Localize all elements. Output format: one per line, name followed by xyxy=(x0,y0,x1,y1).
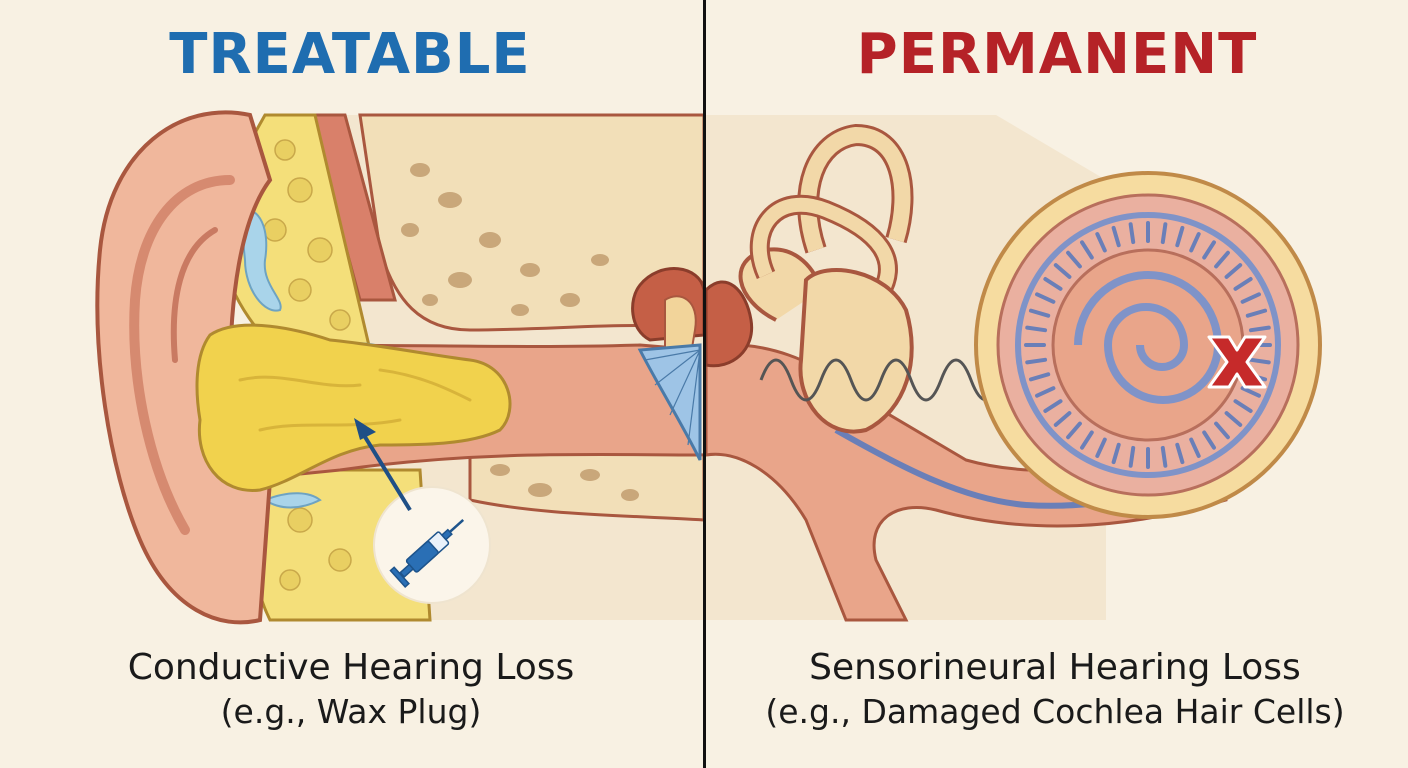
hair-cell xyxy=(1111,442,1121,465)
hair-cell xyxy=(1224,411,1243,427)
hair-cell xyxy=(1028,372,1051,382)
hair-cell xyxy=(1128,222,1136,245)
hair-cell xyxy=(1095,437,1107,458)
caption-conductive: Conductive Hearing Loss (e.g., Wax Plug) xyxy=(0,645,703,733)
caption-sub: (e.g., Wax Plug) xyxy=(220,692,482,731)
hair-cell xyxy=(1095,232,1107,253)
arrow-icon xyxy=(354,418,412,512)
heading-treatable: TREATABLE xyxy=(169,22,531,87)
hair-cell xyxy=(1224,263,1243,279)
hair-cell xyxy=(1043,277,1063,291)
hair-cell xyxy=(1175,225,1185,248)
hair-cell xyxy=(1240,292,1261,304)
hair-cell xyxy=(1175,442,1185,465)
outer-ear-illustration xyxy=(95,110,704,625)
hair-cell xyxy=(1080,430,1094,450)
semicircular-canals-icon xyxy=(738,123,914,434)
hair-cell xyxy=(1035,292,1056,304)
hair-cell xyxy=(1160,445,1168,468)
hair-cell xyxy=(1248,357,1271,365)
hair-cell xyxy=(1189,232,1201,253)
hair-cell xyxy=(1043,399,1063,413)
hair-cell xyxy=(1214,250,1230,269)
earwax-plug-icon xyxy=(195,323,512,492)
cochlea-icon xyxy=(974,171,1322,519)
hair-cell xyxy=(1202,430,1216,450)
hair-cell xyxy=(1240,386,1261,398)
hair-cell xyxy=(1080,240,1094,260)
hair-cell xyxy=(1035,386,1056,398)
panel-treatable: TREATABLE xyxy=(0,22,704,733)
inner-ear-illustration xyxy=(706,115,1322,622)
hair-cell xyxy=(1111,225,1121,248)
sound-wave-icon xyxy=(759,358,1003,402)
heading-permanent: PERMANENT xyxy=(856,22,1258,87)
hair-cell xyxy=(1028,308,1051,318)
caption-main: Sensorineural Hearing Loss xyxy=(809,647,1301,688)
hair-cell xyxy=(1053,263,1072,279)
hair-cell xyxy=(1066,421,1082,440)
syringe-icon xyxy=(373,486,491,604)
hair-cell xyxy=(1160,222,1168,245)
hair-cell xyxy=(1214,421,1230,440)
divider-line xyxy=(703,0,706,768)
caption-main: Conductive Hearing Loss xyxy=(127,647,575,688)
hair-cell xyxy=(1053,411,1072,427)
caption-sensorineural: Sensorineural Hearing Loss (e.g., Damage… xyxy=(704,645,1406,733)
hair-cell xyxy=(1245,308,1268,318)
x-mark-icon xyxy=(1207,335,1267,389)
hair-cell xyxy=(1233,277,1253,291)
eardrum-icon xyxy=(637,343,702,461)
hair-cell xyxy=(1233,399,1253,413)
caption-sub: (e.g., Damaged Cochlea Hair Cells) xyxy=(765,692,1345,731)
hair-cell xyxy=(1128,445,1136,468)
hair-cell xyxy=(1189,437,1201,458)
hair-cell xyxy=(1066,250,1082,269)
bone-icon xyxy=(358,113,704,522)
hair-cell xyxy=(1025,325,1048,333)
hair-cell xyxy=(1248,325,1271,333)
ossicles-icon xyxy=(631,267,704,362)
panel-permanent: PERMANENT xyxy=(706,0,1408,768)
hair-cell xyxy=(1202,240,1216,260)
hair-cell xyxy=(1025,357,1048,365)
